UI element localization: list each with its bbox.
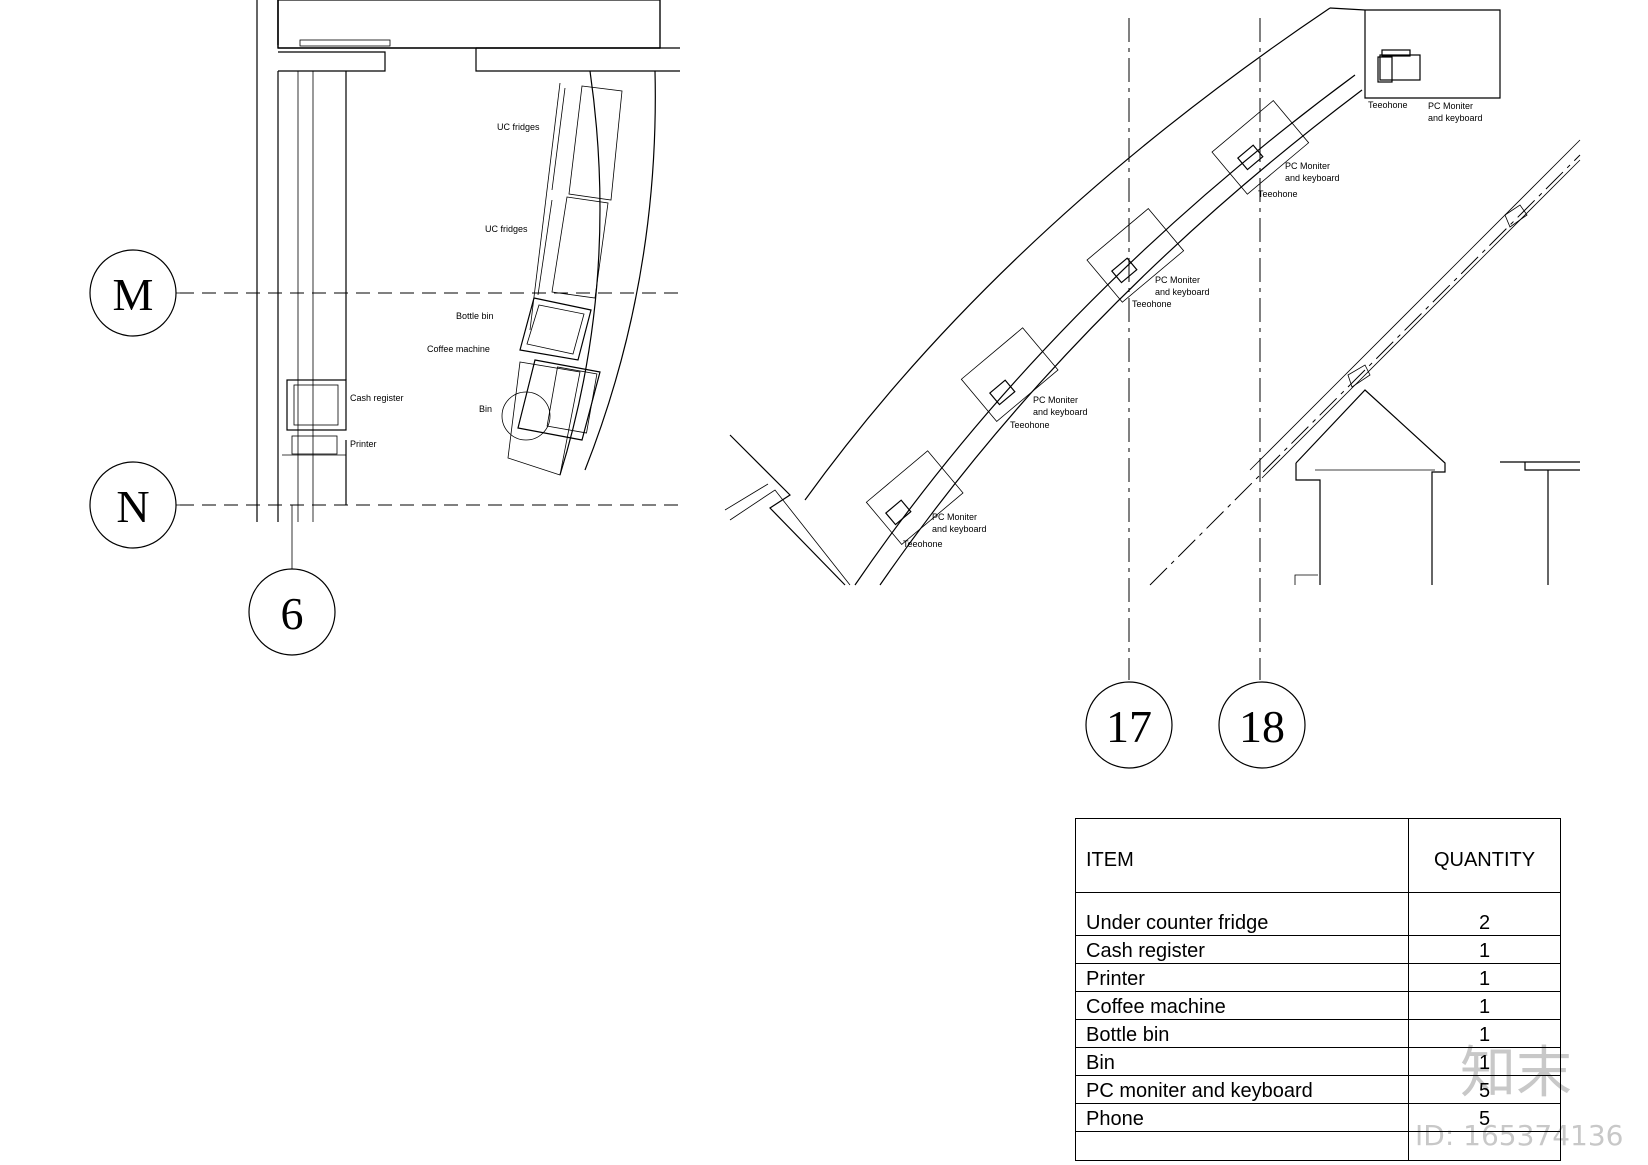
row-quantity: 1 [1408,963,1561,992]
equipment-labels: UC fridges UC fridges Bottle bin Coffee … [350,100,1483,549]
gridlines-left [180,292,680,570]
row-quantity [1408,1131,1561,1161]
header-item: ITEM [1075,818,1409,893]
label-telephone-4: Teeohone [1010,420,1050,430]
table-row: Cash register 1 [1075,935,1561,964]
label-pc-monitor-2b: and keyboard [1285,173,1340,183]
row-quantity: 5 [1408,1075,1561,1104]
table-row: Bottle bin 1 [1075,1019,1561,1048]
label-pc-monitor-1a: PC Moniter [1428,101,1473,111]
label-pc-monitor-4a: PC Moniter [1033,395,1078,405]
svg-text:N: N [116,481,149,532]
row-item: PC moniter and keyboard [1075,1075,1409,1104]
grid-bubble-18: 18 [1218,681,1306,769]
row-quantity: 2 [1408,892,1561,936]
svg-text:6: 6 [281,588,304,639]
row-quantity: 5 [1408,1103,1561,1132]
row-item: Under counter fridge [1075,892,1409,936]
label-telephone-5: Teeohone [903,539,943,549]
header-quantity: QUANTITY [1408,818,1561,893]
label-telephone-2: Teeohone [1258,189,1298,199]
row-quantity: 1 [1408,1019,1561,1048]
label-printer: Printer [350,439,377,449]
label-telephone-1: Teeohone [1368,100,1408,110]
left-plan [256,0,680,522]
label-cash-register: Cash register [350,393,404,403]
right-plan [724,7,1581,680]
table-row: Under counter fridge 2 [1075,892,1561,936]
grid-bubble-17: 17 [1085,681,1173,769]
table-row-empty [1075,1131,1561,1161]
row-item: Bin [1075,1047,1409,1076]
svg-text:18: 18 [1239,701,1285,752]
label-pc-monitor-4b: and keyboard [1033,407,1088,417]
row-quantity: 1 [1408,991,1561,1020]
table-header-row: ITEM QUANTITY [1075,818,1561,893]
row-item: Bottle bin [1075,1019,1409,1048]
grid-bubble-m: M [89,249,190,337]
svg-text:17: 17 [1106,701,1152,752]
table-row: Coffee machine 1 [1075,991,1561,1020]
table-row: Bin 1 [1075,1047,1561,1076]
label-bottle-bin: Bottle bin [456,311,494,321]
row-item: Coffee machine [1075,991,1409,1020]
grid-bubble-n: N [89,461,190,549]
label-pc-monitor-3b: and keyboard [1155,287,1210,297]
label-pc-monitor-5a: PC Moniter [932,512,977,522]
label-coffee-machine: Coffee machine [427,344,490,354]
row-item: Phone [1075,1103,1409,1132]
label-bin: Bin [479,404,492,414]
svg-text:M: M [113,269,154,320]
grid-bubble-6: 6 [248,568,336,656]
row-quantity: 1 [1408,935,1561,964]
label-uc-fridges-2: UC fridges [485,224,528,234]
table-row: PC moniter and keyboard 5 [1075,1075,1561,1104]
label-uc-fridges-1: UC fridges [497,122,540,132]
row-item: Printer [1075,963,1409,992]
label-pc-monitor-1b: and keyboard [1428,113,1483,123]
table-row: Phone 5 [1075,1103,1561,1132]
equipment-schedule-table: ITEM QUANTITY Under counter fridge 2 Cas… [1075,818,1561,1161]
row-quantity: 1 [1408,1047,1561,1076]
row-item [1075,1131,1409,1161]
table-row: Printer 1 [1075,963,1561,992]
label-pc-monitor-2a: PC Moniter [1285,161,1330,171]
row-item: Cash register [1075,935,1409,964]
label-pc-monitor-5b: and keyboard [932,524,987,534]
label-telephone-3: Teeohone [1132,299,1172,309]
label-pc-monitor-3a: PC Moniter [1155,275,1200,285]
